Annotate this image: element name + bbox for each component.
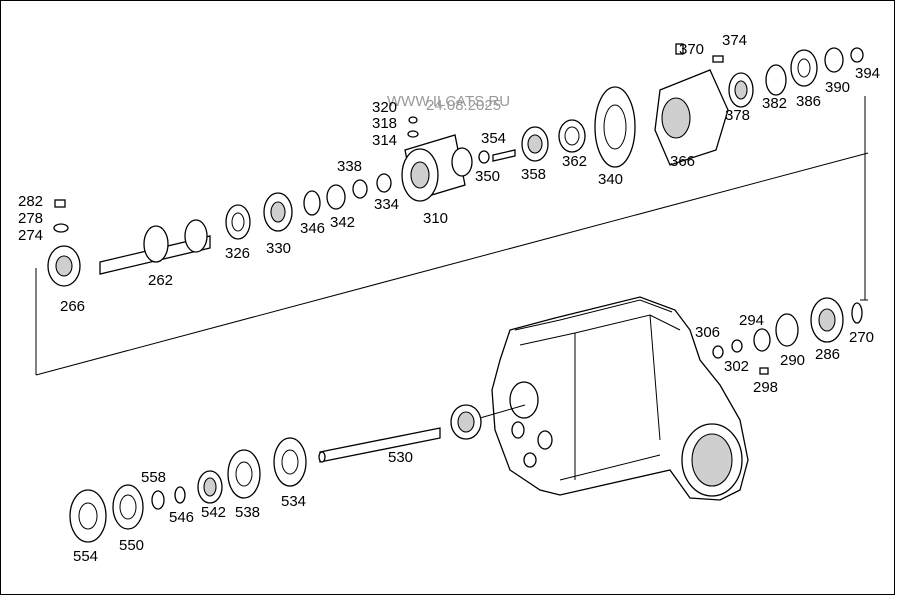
label-554: 554 — [73, 548, 98, 565]
label-262: 262 — [148, 272, 173, 289]
label-534: 534 — [281, 493, 306, 510]
label-270: 270 — [849, 329, 874, 346]
label-370: 370 — [679, 41, 704, 58]
label-362: 362 — [562, 153, 587, 170]
label-310: 310 — [423, 210, 448, 227]
front-flange-parts — [69, 437, 307, 543]
label-326: 326 — [225, 245, 250, 262]
label-374: 374 — [722, 32, 747, 49]
label-282: 282 — [18, 193, 43, 210]
label-266: 266 — [60, 298, 85, 315]
label-290: 290 — [780, 352, 805, 369]
label-350: 350 — [475, 168, 500, 185]
right-side-parts — [712, 297, 863, 375]
label-382: 382 — [762, 95, 787, 112]
label-278: 278 — [18, 210, 43, 227]
label-330: 330 — [266, 240, 291, 257]
label-530: 530 — [388, 449, 413, 466]
label-320: 320 — [372, 99, 397, 116]
part-labels: 370 374 394 390 386 382 378 366 340 362 … — [18, 32, 880, 565]
label-366: 366 — [670, 153, 695, 170]
upper-shaft-parts — [47, 43, 864, 287]
watermark-line1: WWW.ILCATS.RU — [387, 93, 510, 110]
label-340: 340 — [598, 171, 623, 188]
label-302: 302 — [724, 358, 749, 375]
label-342: 342 — [330, 214, 355, 231]
transmission-housing — [491, 296, 749, 501]
label-346: 346 — [300, 220, 325, 237]
label-298: 298 — [753, 379, 778, 396]
label-378: 378 — [725, 107, 750, 124]
label-318: 318 — [372, 115, 397, 132]
label-538: 538 — [235, 504, 260, 521]
label-550: 550 — [119, 537, 144, 554]
label-354: 354 — [481, 130, 506, 147]
label-394: 394 — [855, 65, 880, 82]
label-338: 338 — [337, 158, 362, 175]
label-334: 334 — [374, 196, 399, 213]
watermark-line2: 24.08.2025 — [426, 97, 501, 114]
label-542: 542 — [201, 504, 226, 521]
watermark: WWW.ILCATS.RU 24.08.2025 — [387, 93, 510, 114]
label-558: 558 — [141, 469, 166, 486]
label-294: 294 — [739, 312, 764, 329]
label-286: 286 — [815, 346, 840, 363]
label-274: 274 — [18, 227, 43, 244]
label-390: 390 — [825, 79, 850, 96]
label-386: 386 — [796, 93, 821, 110]
label-314: 314 — [372, 132, 397, 149]
connector-lines — [35, 96, 869, 376]
output-shaft — [318, 404, 526, 463]
label-546: 546 — [169, 509, 194, 526]
label-358: 358 — [521, 166, 546, 183]
label-306: 306 — [695, 324, 720, 341]
